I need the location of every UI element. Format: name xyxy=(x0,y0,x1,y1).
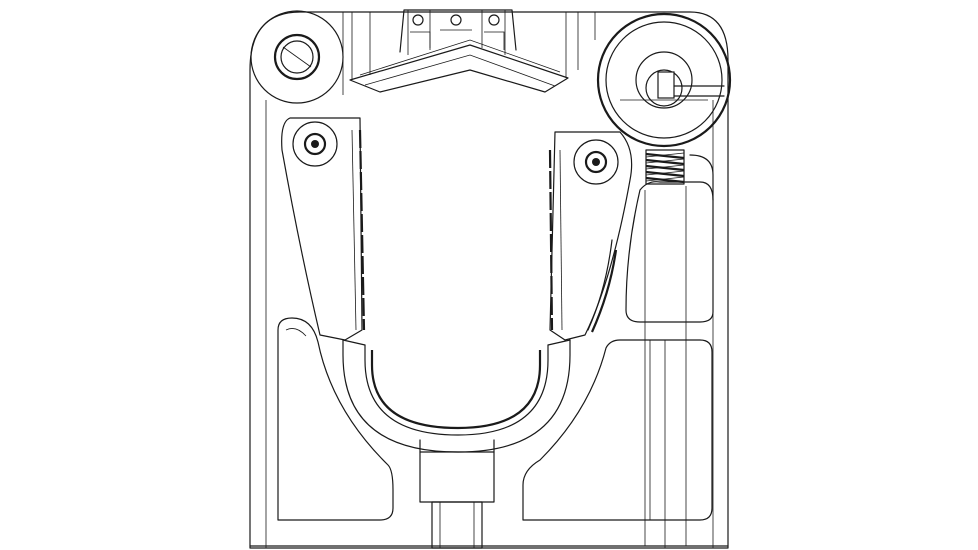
right-arm xyxy=(548,131,633,341)
top-bracket xyxy=(349,9,569,93)
right-roller xyxy=(596,12,732,148)
right-channel xyxy=(625,154,714,546)
bottom-stem xyxy=(419,439,495,549)
left-roller xyxy=(250,10,344,104)
spring xyxy=(645,149,685,185)
lower-left-pocket xyxy=(277,317,394,521)
housing-outline xyxy=(249,11,729,549)
left-arm xyxy=(281,117,366,341)
u-shaped-yoke xyxy=(342,339,571,453)
lower-right-pocket xyxy=(522,339,713,548)
